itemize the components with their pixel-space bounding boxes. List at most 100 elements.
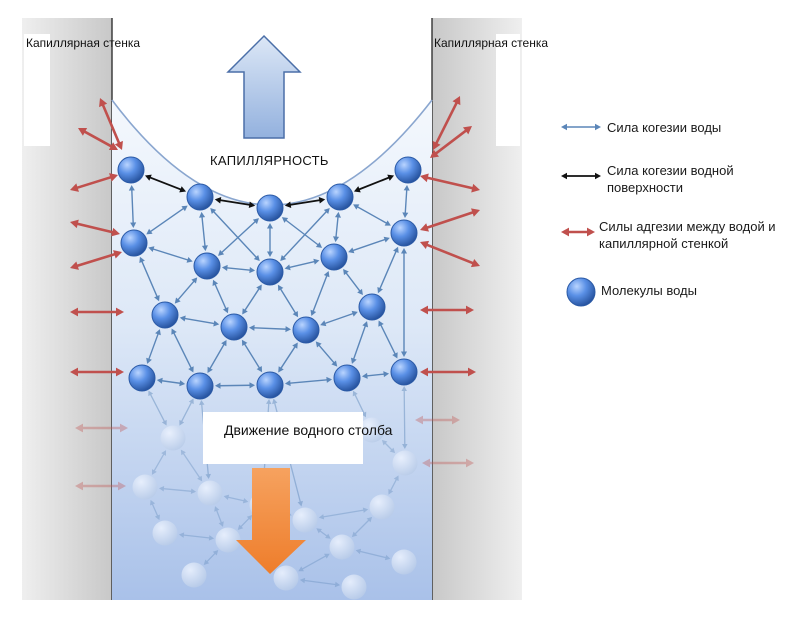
cohesion-arrow — [148, 246, 193, 263]
faint-water-molecule — [160, 425, 186, 451]
cohesion-arrow — [278, 342, 298, 373]
cohesion-arrow — [378, 320, 398, 359]
water-molecule — [120, 229, 148, 257]
cohesion-arrow — [350, 321, 369, 364]
faint-cohesion-arrow — [388, 475, 399, 495]
legend-icons — [561, 123, 601, 307]
faint-cohesion-arrow — [352, 390, 367, 418]
faint-cohesion-arrow — [150, 499, 160, 521]
cohesion-arrow — [343, 268, 363, 296]
molecules-layer — [117, 156, 422, 400]
water-molecule — [256, 258, 284, 286]
cohesion-arrow — [266, 223, 274, 257]
water-molecule — [326, 183, 354, 211]
water-molecule — [186, 183, 214, 211]
surface-cohesion-arrow — [214, 197, 256, 208]
cohesion-arrow — [310, 271, 330, 316]
adhesion-arrow — [420, 305, 474, 315]
water-molecule — [358, 293, 386, 321]
water-molecule — [128, 364, 156, 392]
water-molecule-icon — [566, 277, 596, 307]
water-molecule — [292, 316, 320, 344]
faint-adhesion-arrow — [422, 458, 474, 468]
water-column — [112, 100, 432, 600]
faint-adhesion-arrow — [75, 423, 128, 433]
surface-cohesion-arrow — [144, 174, 187, 193]
cohesion-arrow — [146, 205, 188, 235]
faint-water-molecule — [273, 565, 299, 591]
water-molecule — [390, 219, 418, 247]
cohesion-arrow — [242, 284, 262, 315]
adhesion-arrow — [432, 96, 461, 150]
cohesion-arrow — [315, 341, 338, 367]
cohesion-arrow — [174, 277, 198, 304]
cohesion-arrow — [179, 315, 220, 327]
cohesion-arrow — [333, 211, 341, 243]
water-molecule — [320, 243, 348, 271]
faint-cohesion-arrow — [355, 548, 391, 561]
faint-water-molecule — [132, 474, 158, 500]
cohesion-arrow — [139, 256, 160, 302]
faint-cohesion-arrow — [158, 486, 197, 494]
legend-adhesion-label: Силы адгезии между водой и капиллярной с… — [599, 219, 776, 251]
cohesion-arrow — [207, 339, 227, 374]
adhesion-arrow — [70, 307, 124, 317]
water-molecule — [256, 371, 284, 399]
cohesion-arrow — [281, 217, 323, 248]
cohesion-arrow — [361, 371, 390, 379]
blue-double-arrow-icon — [561, 123, 601, 131]
cohesion-arrow — [284, 376, 333, 387]
faint-cohesion-arrow — [179, 398, 194, 426]
faint-water-molecule — [392, 450, 418, 476]
column-motion-label: Движение водного столба — [224, 422, 393, 438]
column-motion-box — [203, 412, 363, 464]
legend-cohesion-label: Сила когезии воды — [607, 120, 722, 135]
capillarity-up-arrow — [226, 34, 302, 139]
water-molecule — [390, 358, 418, 386]
cohesion-arrow — [128, 184, 137, 229]
faint-cohesion-arrow — [318, 507, 369, 520]
cohesion-arrow — [400, 248, 408, 357]
faint-water-molecule — [369, 494, 395, 520]
surface-cohesion-arrow — [284, 197, 326, 208]
faint-cohesion-arrow — [237, 515, 253, 530]
cohesion-arrow — [221, 264, 256, 274]
surface-cohesion-arrow — [353, 174, 395, 193]
adhesion-arrow — [70, 219, 120, 237]
faint-water-molecule — [181, 562, 207, 588]
faint-cohesion-arrow — [401, 385, 408, 450]
adhesion-arrow — [99, 98, 123, 150]
adhesion-arrow — [420, 240, 480, 268]
faint-cohesion-arrow — [148, 390, 167, 426]
cohesion-arrow — [280, 207, 330, 262]
faint-cohesion-arrow — [178, 532, 215, 541]
faint-cohesion-arrow — [151, 450, 167, 475]
cohesion-arrow — [146, 329, 161, 364]
faint-water-molecule — [215, 527, 241, 553]
water-molecule — [193, 252, 221, 280]
wall-label-backdrop-right — [496, 34, 520, 146]
water-molecule — [186, 372, 214, 400]
wall-label-left: Капиллярная стенка — [26, 36, 141, 50]
faint-water-molecule — [341, 574, 367, 600]
faint-cohesion-arrow — [351, 516, 373, 538]
water-molecule — [220, 313, 248, 341]
water-molecule — [394, 156, 422, 184]
faint-cohesion-arrow — [299, 577, 341, 588]
adhesion-arrow — [70, 367, 124, 377]
faint-cohesion-arrow — [298, 553, 330, 572]
adhesion-arrow — [70, 173, 118, 192]
cohesion-arrow — [348, 236, 390, 254]
wall-label-right: Капиллярная стенка — [434, 36, 549, 50]
faint-water-molecule — [152, 520, 178, 546]
column-down-arrow — [236, 468, 306, 574]
cohesion-arrow — [199, 211, 208, 252]
cohesion-arrow — [210, 207, 260, 262]
faint-adhesion-arrow — [415, 415, 460, 425]
water-molecule — [117, 156, 145, 184]
adhesion-arrow — [420, 173, 480, 193]
cohesion-arrow — [277, 284, 299, 318]
cohesion-arrow — [377, 246, 399, 294]
